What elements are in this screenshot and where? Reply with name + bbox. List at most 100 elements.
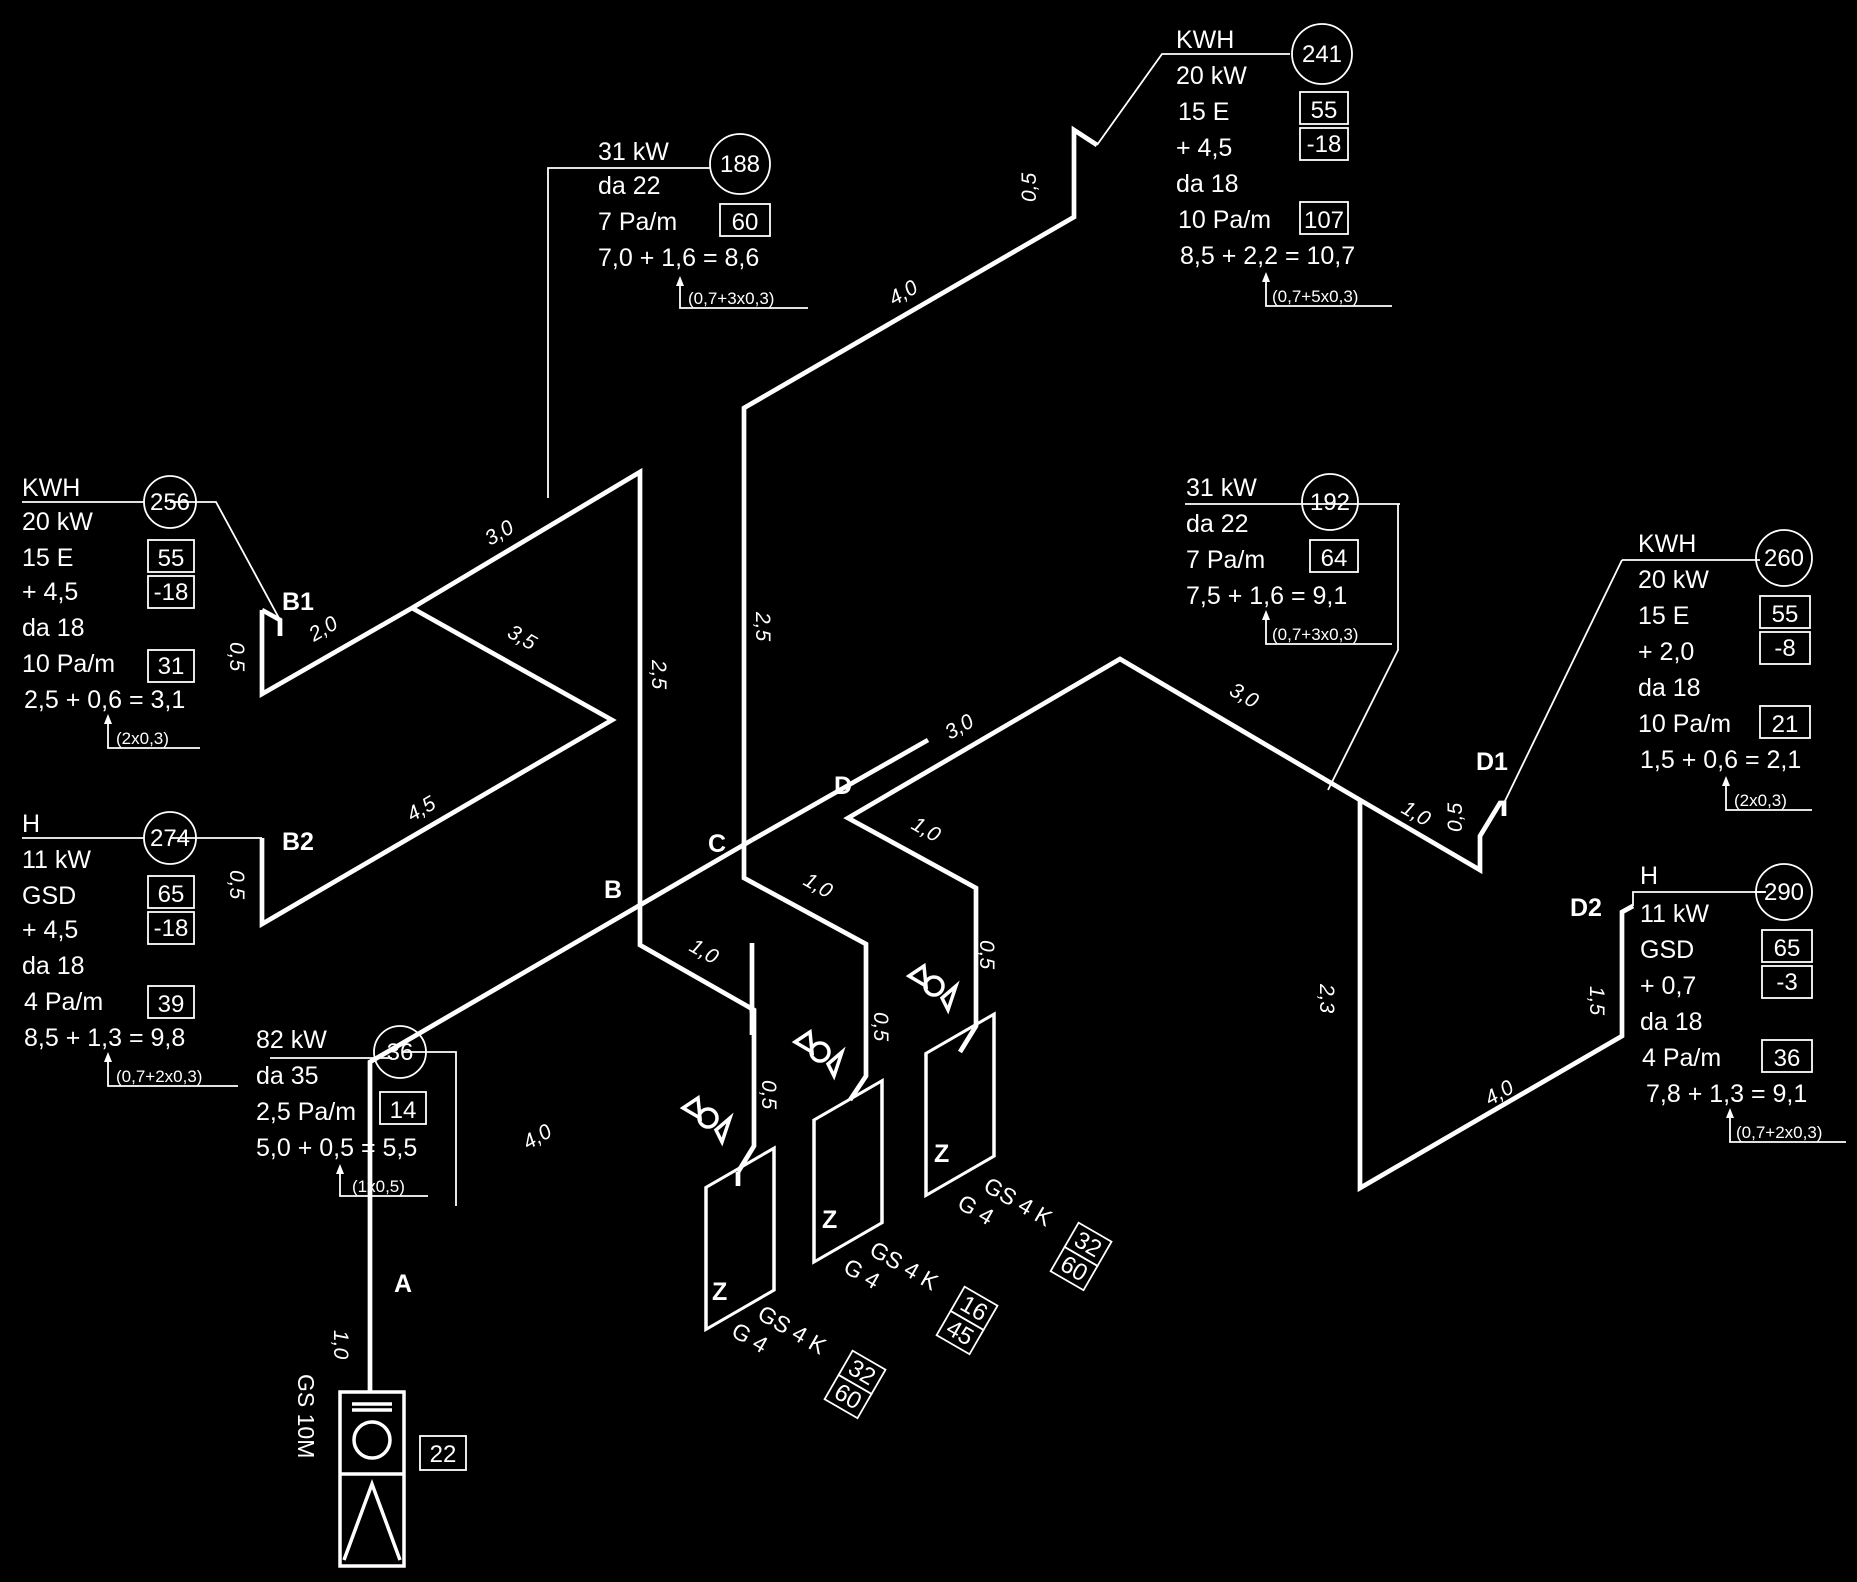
info-b2-line-0: H [22,810,40,838]
info-d2-id: 290 [1764,879,1804,906]
info-d1-line-4: da 18 [1638,674,1701,702]
info-block-c: 241 KWH 20 kW 15 E + 4,5 da 18 10 Pa/m 8… [1176,23,1392,307]
pipe-section-c [741,125,1099,1102]
section-label-d2: D2 [1570,894,1602,922]
info-a-line-0: 82 kW [256,1026,327,1054]
info-b-line-3: 7,0 + 1,6 = 8,6 [598,244,759,272]
meter-body [704,1145,776,1333]
info-b-line-1: da 22 [598,172,661,200]
info-d1-line-1: 20 kW [1638,566,1709,594]
info-b1-v2: -18 [154,579,189,606]
info-b2-line-2: GSD [22,882,76,910]
info-b-line-2: 7 Pa/m [598,208,677,236]
info-b1-v3: 31 [158,653,185,680]
len-d-rise: 0,5 [975,940,998,970]
info-c-line-4: da 18 [1176,170,1239,198]
info-d1-v3: 21 [1772,711,1799,738]
info-b-line-0: 31 kW [598,138,669,166]
len-c-conn: 1,0 [800,868,837,903]
len-m2: 0,5 [869,1012,892,1042]
info-b2-v1: 65 [158,881,185,908]
info-d-line-3: 7,5 + 1,6 = 9,1 [1186,582,1347,610]
len-a-main: 4,0 [519,1120,556,1155]
main-meter-value: 22 [430,1441,457,1468]
info-a-v1: 14 [390,1097,417,1124]
info-b-v1: 60 [732,209,759,236]
pipe-section-d2 [1357,800,1635,1193]
info-d2-v2: -3 [1776,969,1797,996]
len-c-end: 0,5 [1018,172,1041,202]
info-b-note: (0,7+3x0,3) [688,289,774,308]
info-d2-line-6: 7,8 + 1,3 = 9,1 [1646,1080,1807,1108]
info-a-line-1: da 35 [256,1062,319,1090]
len-d-down: 3,0 [1226,678,1263,713]
info-c-line-2: 15 E [1178,98,1229,126]
len-b-rise: 2,5 [647,659,670,690]
ball-valve-icon [679,1094,734,1147]
info-b1-id: 256 [150,489,190,516]
info-block-d2: 290 H 11 kW GSD + 0,7 da 18 4 Pa/m 7,8 +… [1640,862,1846,1143]
info-c-line-1: 20 kW [1176,62,1247,90]
info-b1-line-1: 20 kW [22,508,93,536]
info-d2-v1: 65 [1774,935,1801,962]
info-b1-note: (2x0,3) [116,729,169,748]
info-d2-line-1: 11 kW [1640,900,1709,928]
info-c-id: 241 [1302,41,1342,68]
info-a-line-2: 2,5 Pa/m [256,1098,356,1126]
len-b-conn: 1,0 [686,934,723,969]
info-b1-line-0: KWH [22,474,80,502]
gas-meter-3: Z [924,1011,996,1199]
pipe-section-b-full [259,467,757,1174]
meter-2-type: GS 4 K [866,1236,944,1296]
info-d-id: 192 [1310,489,1350,516]
len-a-rise: 1,0 [329,1330,352,1360]
section-label-b1: B1 [282,588,314,616]
section-label-b2: B2 [282,828,314,856]
main-gas-meter: GS 10M 22 [293,1180,467,1568]
len-m1: 0,5 [757,1080,780,1110]
len-b1-end: 2,0 [304,612,342,647]
info-d1-line-3: + 2,0 [1638,638,1694,666]
info-block-d1: 260 KWH 20 kW 15 E + 2,0 da 18 10 Pa/m 1… [1638,529,1813,811]
pipe-network [259,125,1635,1193]
info-c-line-6: 8,5 + 2,2 = 10,7 [1180,242,1355,270]
info-b2-v2: -18 [154,915,189,942]
len-d-conn: 1,0 [908,812,945,847]
meter-labels: GS 4 K G 4 32 60 GS 4 K G 4 16 45 GS 4 K… [727,1172,1113,1420]
info-d1-v1: 55 [1772,601,1799,628]
ball-valve-icon [791,1028,846,1081]
info-d2-line-4: da 18 [1640,1008,1703,1036]
info-b2-line-1: 11 kW [22,846,91,874]
info-a-note: (1x0,5) [352,1177,405,1196]
pipe-section-a [367,837,754,1180]
valve-group [679,962,960,1147]
info-d2-line-2: GSD [1640,936,1694,964]
info-c-v2: -18 [1307,131,1342,158]
info-b1-line-5: 10 Pa/m [22,650,115,678]
section-label-c: C [708,830,726,858]
info-d2-line-3: + 0,7 [1640,972,1696,1000]
info-b2-note: (0,7+2x0,3) [116,1067,202,1086]
meter-1-type: GS 4 K [754,1300,832,1360]
ball-valve-icon [905,962,960,1015]
pipe-manifold [750,737,930,843]
info-d1-line-6: 1,5 + 0,6 = 2,1 [1640,746,1801,774]
info-d2-v3: 36 [1774,1045,1801,1072]
info-b2-line-5: 4 Pa/m [24,988,103,1016]
info-b2-line-6: 8,5 + 1,3 = 9,8 [24,1024,185,1052]
info-c-v3: 107 [1304,207,1344,234]
len-b-top: 3,0 [481,516,518,551]
info-d-line-2: 7 Pa/m [1186,546,1265,574]
info-c-note: (0,7+5x0,3) [1272,287,1358,306]
info-d1-line-0: KWH [1638,530,1696,558]
info-c-v1: 55 [1311,97,1338,124]
len-b2-rise: 0,5 [225,870,248,900]
pipe-length-labels: 1,0 4,0 2,5 1,0 3,0 2,0 0,5 3,5 4,5 0,5 … [225,172,1608,1359]
main-meter-type: GS 10M [293,1374,319,1458]
info-b1-line-2: 15 E [22,544,73,572]
info-b1-line-4: da 18 [22,614,85,642]
info-a-id: 36 [387,1039,414,1066]
section-label-b: B [604,876,622,904]
section-label-d: D [834,772,852,800]
